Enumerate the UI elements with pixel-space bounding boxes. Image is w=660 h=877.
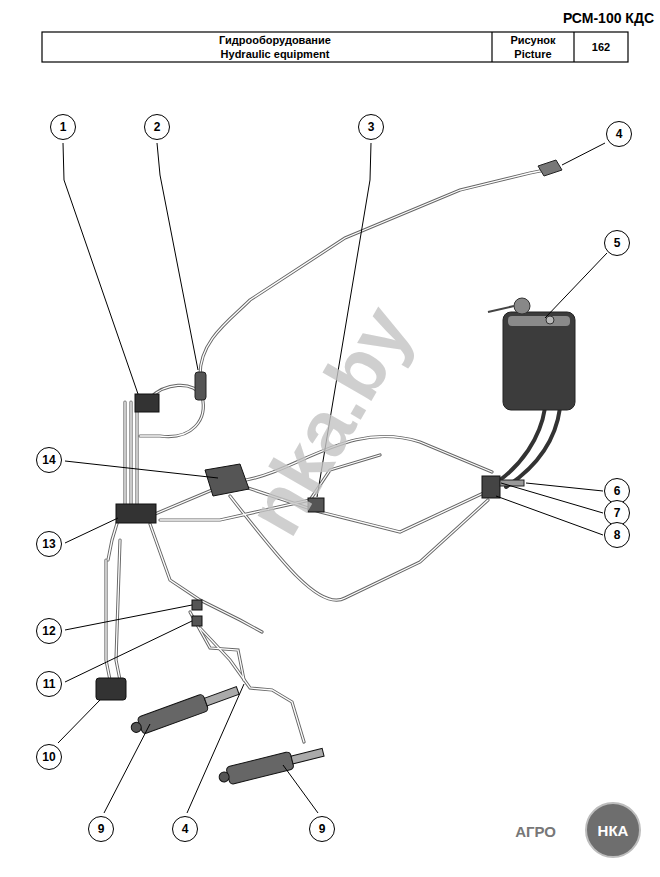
callout-number: 9 (319, 822, 326, 836)
callout-circle: 5 (604, 230, 630, 256)
header-text: Picture (514, 48, 551, 60)
callout-circle: 12 (36, 618, 62, 644)
callout-circle: 4 (172, 816, 198, 842)
callout-circle: 9 (88, 816, 114, 842)
logo-circle: НКА (585, 802, 641, 858)
callout-number: 14 (42, 453, 55, 467)
callout-circle: 1 (50, 114, 76, 140)
callout-number: 7 (614, 506, 621, 520)
callout-circle: 2 (144, 114, 170, 140)
callout-number: 9 (98, 822, 105, 836)
callout-circle: 4 (606, 121, 632, 147)
callout-number: 5 (614, 236, 621, 250)
callout-number: 3 (368, 120, 375, 134)
page-title: РСМ-100 КДС (563, 10, 654, 26)
logo-text: НКА (598, 822, 629, 839)
callout-number: 1 (60, 120, 67, 134)
header-text: Hydraulic equipment (221, 48, 330, 60)
callout-circle: 3 (358, 114, 384, 140)
header-text: 162 (592, 41, 610, 53)
header-text: Рисунок (510, 34, 555, 46)
callout-circle: 11 (36, 671, 62, 697)
callout-number: 6 (614, 484, 621, 498)
callout-circle: 10 (36, 744, 62, 770)
callout-number: 11 (43, 677, 56, 691)
callout-number: 4 (616, 127, 623, 141)
callout-circle: 13 (36, 531, 62, 557)
logo-text: АГРО (515, 823, 556, 840)
callout-number: 4 (182, 822, 189, 836)
header-text: Гидрооборудование (219, 34, 331, 46)
callout-number: 8 (614, 528, 621, 542)
callout-circle: 8 (604, 522, 630, 548)
callout-circle: 9 (309, 816, 335, 842)
callout-number: 2 (154, 120, 161, 134)
callout-circle: 14 (36, 447, 62, 473)
watermark: nka.by (229, 290, 431, 550)
callout-number: 13 (42, 537, 55, 551)
callout-number: 12 (42, 624, 55, 638)
callout-number: 10 (42, 750, 55, 764)
